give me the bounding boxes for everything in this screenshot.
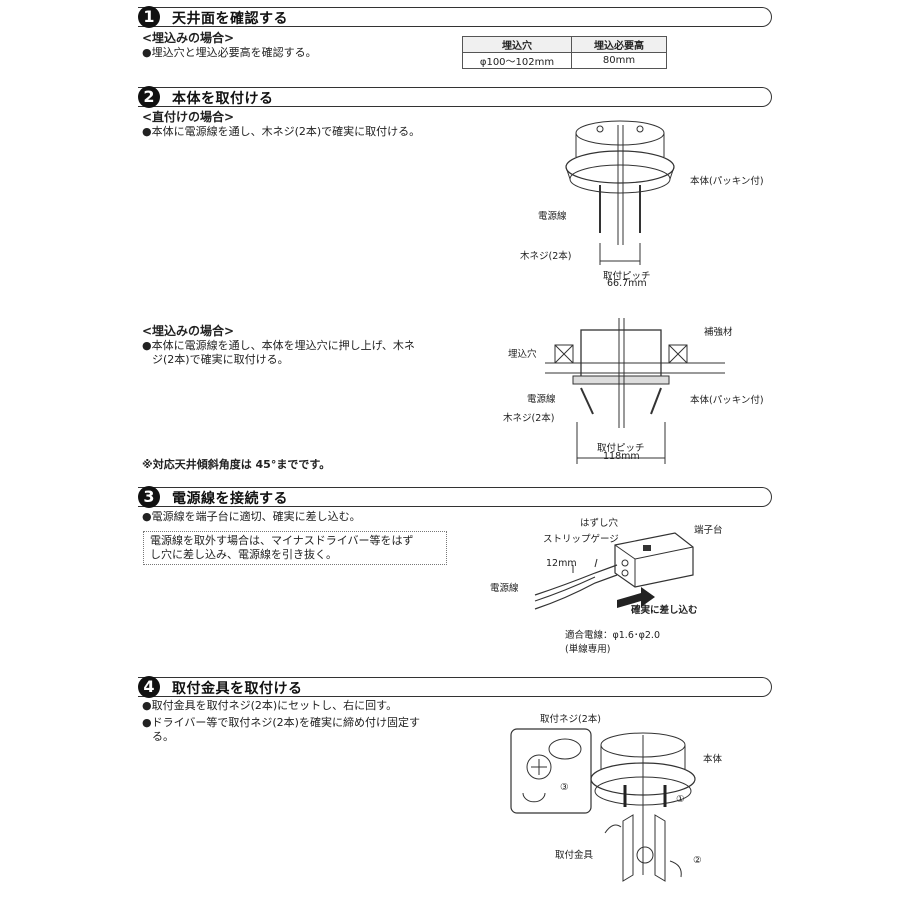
label-single-wire: (単線専用) [565, 644, 611, 655]
label-body-packing-1: 本体(パッキン付) [690, 176, 764, 187]
s1-bullet: ●埋込穴と埋込必要高を確認する。 [142, 46, 317, 59]
step-number-1: 1 [138, 6, 160, 28]
label-screw-1: 木ネジ(2本) [520, 251, 572, 262]
bracket-illustration [510, 728, 696, 882]
section-header-4: 4 取付金具を取付ける [138, 676, 772, 698]
s4-bullet-2-line2: る。 [152, 730, 174, 743]
s3-note-line2: し穴に差し込み、電源線を引き抜く。 [150, 548, 337, 561]
removal-note-box [143, 531, 447, 565]
table-header-hole: 埋込穴 [462, 36, 572, 53]
s2-bullet-direct: ●本体に電源線を通し、木ネジ(2本)で確実に取付ける。 [142, 125, 421, 138]
label-pitch-1: 取付ピッチ [603, 271, 651, 282]
direct-mount-illustration [565, 120, 675, 265]
s2-bullet-recessed-line1: ●本体に電源線を通し、本体を埋込穴に押し上げ、木ネ [142, 339, 415, 352]
label-release-hole: はずし穴 [580, 518, 619, 529]
label-mounting-screws: 取付ネジ(2本) [540, 714, 601, 725]
section-title-1: 天井面を確認する [172, 11, 288, 27]
s3-note-line1: 電源線を取外す場合は、マイナスドライバー等をはず [150, 534, 414, 547]
section-header-1: 1 天井面を確認する [138, 6, 772, 28]
label-bracket: 取付金具 [555, 850, 594, 861]
label-screw-2: 木ネジ(2本) [503, 413, 555, 424]
section-title-4: 取付金具を取付ける [172, 681, 303, 697]
label-pitch-value-2: 118mm [603, 451, 640, 462]
label-wire-2: 電源線 [527, 394, 556, 405]
s3-bullet: ●電源線を端子台に適切、確実に差し込む。 [142, 510, 361, 523]
table-cell-hole: φ100〜102mm [462, 52, 572, 69]
label-pitch-value-1: 66.7mm [607, 278, 647, 289]
label-wire-1: 電源線 [538, 211, 567, 222]
s2-subheading-direct: <直付けの場合> [142, 110, 235, 124]
terminal-block-illustration [534, 532, 694, 610]
step-number-3: 3 [138, 486, 160, 508]
label-step-1: ① [676, 794, 685, 805]
label-step-3: ③ [560, 782, 569, 793]
section-header-3: 3 電源線を接続する [138, 486, 772, 508]
s4-bullet-2-line1: ●ドライバー等で取付ネジ(2本)を確実に締め付け固定す [142, 716, 420, 729]
section-title-2: 本体を取付ける [172, 91, 274, 107]
label-wire-spec: 適合電線：φ1.6･φ2.0 [565, 630, 661, 641]
label-reinforcement: 補強材 [704, 327, 733, 338]
label-body-4: 本体 [703, 754, 723, 765]
label-hole: 埋込穴 [508, 349, 537, 360]
s1-subheading: <埋込みの場合> [142, 31, 235, 45]
spec-table: 埋込穴 埋込必要高 φ100〜102mm 80mm [462, 36, 667, 69]
label-body-packing-2: 本体(パッキン付) [690, 395, 764, 406]
s2-bullet-recessed-line2: ジ(2本)で確実に取付ける。 [152, 353, 289, 366]
recessed-mount-illustration [545, 318, 725, 464]
s2-subheading-recessed: <埋込みの場合> [142, 324, 235, 338]
label-terminal-block: 端子台 [694, 525, 723, 536]
table-header-height: 埋込必要高 [571, 36, 667, 53]
label-pitch-2: 取付ピッチ [597, 443, 645, 454]
label-strip-gauge: ストリップゲージ [543, 534, 619, 545]
step-number-4: 4 [138, 676, 160, 698]
label-step-2: ② [693, 855, 702, 866]
step-number-2: 2 [138, 86, 160, 108]
label-insert-firmly: 確実に差し込む [631, 605, 698, 616]
section-header-2: 2 本体を取付ける [138, 86, 772, 108]
section-title-3: 電源線を接続する [172, 491, 288, 507]
label-wire-3: 電源線 [490, 583, 519, 594]
slope-note: ※対応天井傾斜角度は 45°までです。 [142, 458, 331, 471]
s4-bullet-1: ●取付金具を取付ネジ(2本)にセットし、右に回す。 [142, 699, 398, 712]
label-strip-length: 12mm [546, 558, 577, 569]
table-cell-height: 80mm [571, 52, 667, 69]
